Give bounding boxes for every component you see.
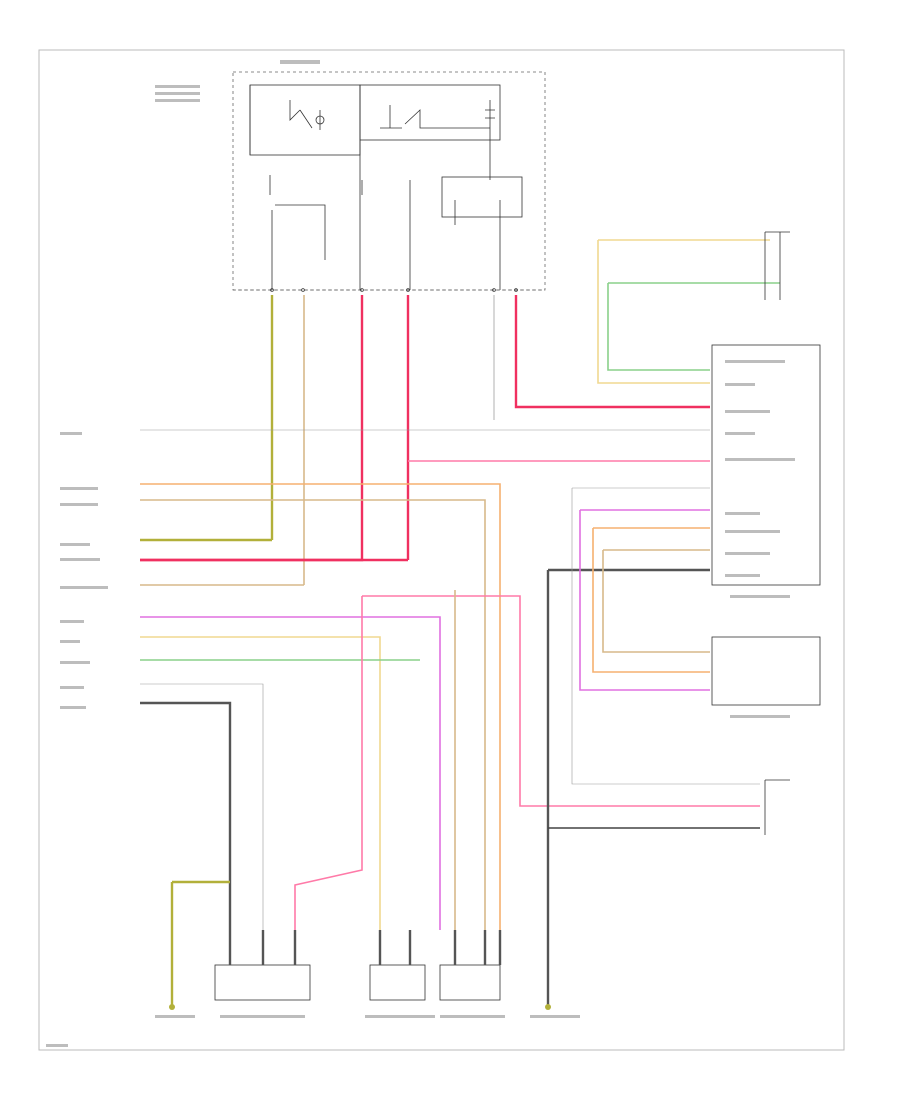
pin-dot-1 bbox=[270, 288, 274, 292]
pin-dot-5 bbox=[492, 288, 496, 292]
fuse-relay-box bbox=[232, 71, 546, 292]
modules bbox=[711, 231, 821, 835]
wire-pnk-1 bbox=[140, 295, 364, 562]
fuse-link-1 bbox=[269, 175, 326, 290]
fuse-link-3 bbox=[454, 200, 501, 290]
pin-dot-4 bbox=[406, 288, 410, 292]
relay-coil-2 bbox=[485, 100, 495, 140]
wire-vio-wht-2 bbox=[579, 509, 710, 691]
ground-right bbox=[545, 1004, 551, 1010]
ground-left bbox=[169, 1004, 175, 1010]
connector-stub-1 bbox=[228, 930, 297, 965]
wires bbox=[140, 239, 780, 1005]
module-top-connector bbox=[764, 231, 790, 300]
relay-right-box bbox=[359, 84, 501, 141]
module-middle bbox=[711, 636, 821, 706]
wire-grey-3 bbox=[571, 487, 760, 785]
wire-wht-2 bbox=[140, 683, 264, 930]
bottom-components bbox=[169, 930, 551, 1010]
module-main bbox=[711, 344, 821, 586]
wire-vio-wht-1 bbox=[140, 616, 441, 930]
pin-dot-3 bbox=[360, 288, 364, 292]
connector-stub-2 bbox=[378, 930, 412, 965]
relay-left-box bbox=[249, 84, 361, 156]
wire-org-2 bbox=[592, 527, 710, 673]
switch-component-3 bbox=[439, 964, 501, 1001]
wire-blk-2 bbox=[546, 568, 710, 1005]
relay-small-box bbox=[441, 176, 523, 218]
module-lower-connector bbox=[764, 779, 790, 835]
relay-coil-1 bbox=[315, 115, 325, 125]
pin-dot-6 bbox=[514, 288, 518, 292]
wire-ylw-top bbox=[597, 239, 770, 384]
wire-ylw-2 bbox=[140, 636, 381, 930]
connector-stub-3 bbox=[453, 930, 502, 965]
diagram-border bbox=[38, 49, 845, 1051]
relay-switch-2 bbox=[380, 105, 490, 129]
bus-bar bbox=[249, 85, 491, 290]
switch-component-1 bbox=[214, 964, 311, 1001]
wire-tan-5 bbox=[602, 549, 710, 653]
wire-pnk-wht-2 bbox=[362, 595, 760, 807]
fuse-box-outline bbox=[232, 71, 546, 291]
wire-tan-2 bbox=[140, 499, 486, 930]
illegible-labels bbox=[46, 60, 795, 1047]
wire-grn-yel-3 bbox=[170, 880, 230, 1005]
switch-component-2 bbox=[369, 964, 426, 1001]
wire-pnk-wht-3 bbox=[294, 596, 363, 930]
fuse-link-2 bbox=[361, 180, 411, 290]
wire-pnk-3 bbox=[514, 295, 710, 409]
pin-dot-2 bbox=[301, 288, 305, 292]
relay-switch-1 bbox=[289, 100, 321, 130]
wire-org-1 bbox=[140, 483, 501, 930]
wire-blk-1 bbox=[140, 701, 232, 930]
wire-lt-grn-top bbox=[607, 282, 780, 371]
